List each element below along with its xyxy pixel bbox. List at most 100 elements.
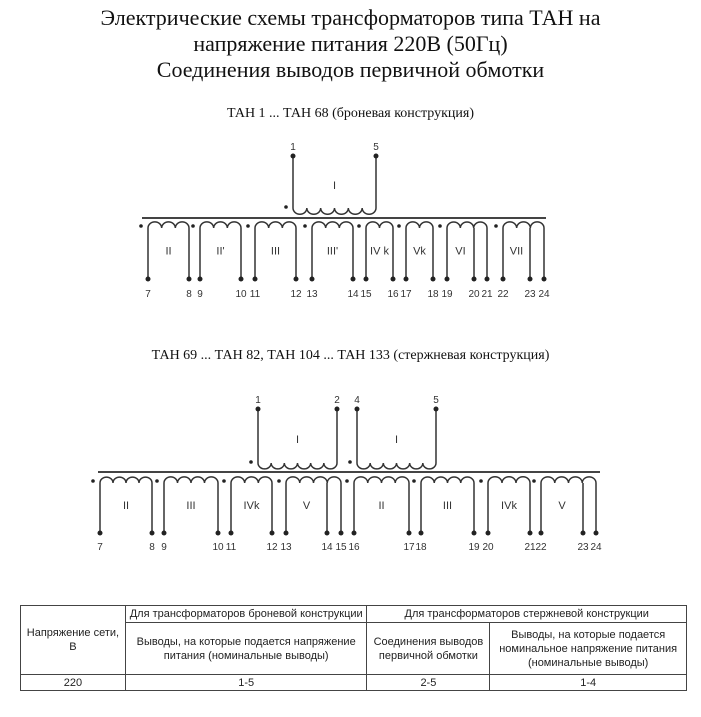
terminal-dot: [149, 530, 155, 536]
primary-coil-label: I: [296, 434, 299, 446]
header-armor-terminals: Выводы, на которые подается напряжение п…: [124, 622, 368, 675]
terminal-dot: [269, 530, 275, 536]
terminal-label: 14: [347, 289, 359, 300]
terminal-dot: [433, 406, 439, 412]
primary-coil-label: I: [395, 434, 398, 446]
terminal-label: 2: [334, 395, 340, 406]
secondary-coil-winding: [540, 476, 597, 533]
terminal-label: 15: [335, 542, 347, 553]
terminal-dot: [527, 530, 533, 536]
secondary-coil-label: IVk: [501, 500, 517, 512]
primary-coil-winding: [356, 409, 437, 470]
terminal-dot: [541, 276, 547, 282]
terminal-dot: [538, 530, 544, 536]
polarity-dot: [303, 224, 307, 228]
terminal-dot: [215, 530, 221, 536]
terminal-label: 22: [535, 542, 547, 553]
document-title: Электрические схемы трансформаторов типа…: [0, 5, 701, 83]
terminal-label: 18: [415, 542, 427, 553]
secondary-coil-winding: [285, 476, 342, 533]
secondary-coil-winding: [405, 221, 434, 279]
terminal-dot: [228, 530, 234, 536]
terminal-dot: [350, 276, 356, 282]
terminal-dot: [238, 276, 244, 282]
title-line-1: Электрические схемы трансформаторов типа…: [100, 5, 601, 30]
terminal-dot: [471, 530, 477, 536]
polarity-dot: [494, 224, 498, 228]
terminal-label: 13: [280, 542, 292, 553]
terminal-label: 8: [186, 289, 192, 300]
polarity-dot: [191, 224, 195, 228]
terminal-label: 20: [468, 289, 480, 300]
terminal-dot: [293, 276, 299, 282]
polarity-dot: [438, 224, 442, 228]
polarity-dot: [246, 224, 250, 228]
terminal-label: 4: [354, 395, 360, 406]
terminal-label: 15: [360, 289, 372, 300]
terminal-label: 8: [149, 542, 155, 553]
secondary-coil-label: V: [303, 500, 311, 512]
header-core: Для трансформаторов стержневой конструкц…: [366, 605, 687, 623]
secondary-coil-label: VI: [455, 246, 465, 258]
secondary-coil-winding: [420, 476, 475, 533]
secondary-coil-winding: [446, 221, 488, 279]
terminal-dot: [145, 276, 151, 282]
secondary-coil-label: III': [327, 246, 338, 258]
terminal-dot: [390, 276, 396, 282]
terminal-label: 10: [212, 542, 224, 553]
cell-core-conn: 2-5: [366, 674, 491, 691]
terminal-label: 16: [348, 542, 360, 553]
terminal-label: 5: [433, 395, 439, 406]
polarity-dot: [284, 205, 288, 209]
terminal-label: 9: [161, 542, 167, 553]
terminal-label: 19: [468, 542, 480, 553]
secondary-coil-label: V: [558, 500, 566, 512]
primary-coil-winding: [292, 156, 377, 215]
terminal-label: 7: [97, 542, 103, 553]
terminal-label: 17: [400, 289, 412, 300]
header-core-terminals: Выводы, на которые подается номинальное …: [489, 622, 687, 675]
terminal-label: 14: [321, 542, 333, 553]
terminal-dot: [255, 406, 261, 412]
diagram1-caption: ТАН 1 ... ТАН 68 (броневая конструкция): [226, 106, 474, 121]
primary-coil-label: I: [333, 180, 336, 192]
secondary-coil-winding: [254, 221, 297, 279]
terminal-label: 12: [266, 542, 278, 553]
secondary-coil-label: II: [165, 246, 171, 258]
title-line-3: Соединения выводов первичной обмотки: [156, 57, 545, 82]
secondary-coil-label: II: [123, 500, 129, 512]
polarity-dot: [155, 479, 159, 483]
terminal-dot: [593, 530, 599, 536]
secondary-coil-label: III: [186, 500, 195, 512]
secondary-coil-winding: [311, 221, 354, 279]
header-voltage: Напряжение сети, В: [20, 605, 126, 675]
polarity-dot: [532, 479, 536, 483]
terminal-dot: [354, 406, 360, 412]
polarity-dot: [91, 479, 95, 483]
header-core-connections: Соединения выводов первичной обмотки: [366, 622, 491, 675]
terminal-label: 5: [373, 142, 379, 153]
terminal-dot: [324, 530, 330, 536]
terminal-label: 7: [145, 289, 151, 300]
secondary-coil-winding: [199, 221, 242, 279]
secondary-coil-winding: [353, 476, 410, 533]
polarity-dot: [412, 479, 416, 483]
terminal-dot: [334, 406, 340, 412]
terminal-dot: [373, 153, 379, 159]
secondary-coil-label: VII: [510, 246, 523, 258]
secondary-coil-winding: [99, 476, 153, 533]
polarity-dot: [397, 224, 401, 228]
secondary-coil-winding: [230, 476, 273, 533]
terminal-label: 1: [255, 395, 261, 406]
terminal-label: 12: [290, 289, 302, 300]
terminal-dot: [186, 276, 192, 282]
header-armor: Для трансформаторов броневой конструкции: [124, 605, 368, 623]
terminal-dot: [527, 276, 533, 282]
secondary-coil-label: IVk: [244, 500, 260, 512]
secondary-coil-label: III: [443, 500, 452, 512]
terminal-dot: [363, 276, 369, 282]
terminal-dot: [290, 153, 296, 159]
terminal-dot: [580, 530, 586, 536]
